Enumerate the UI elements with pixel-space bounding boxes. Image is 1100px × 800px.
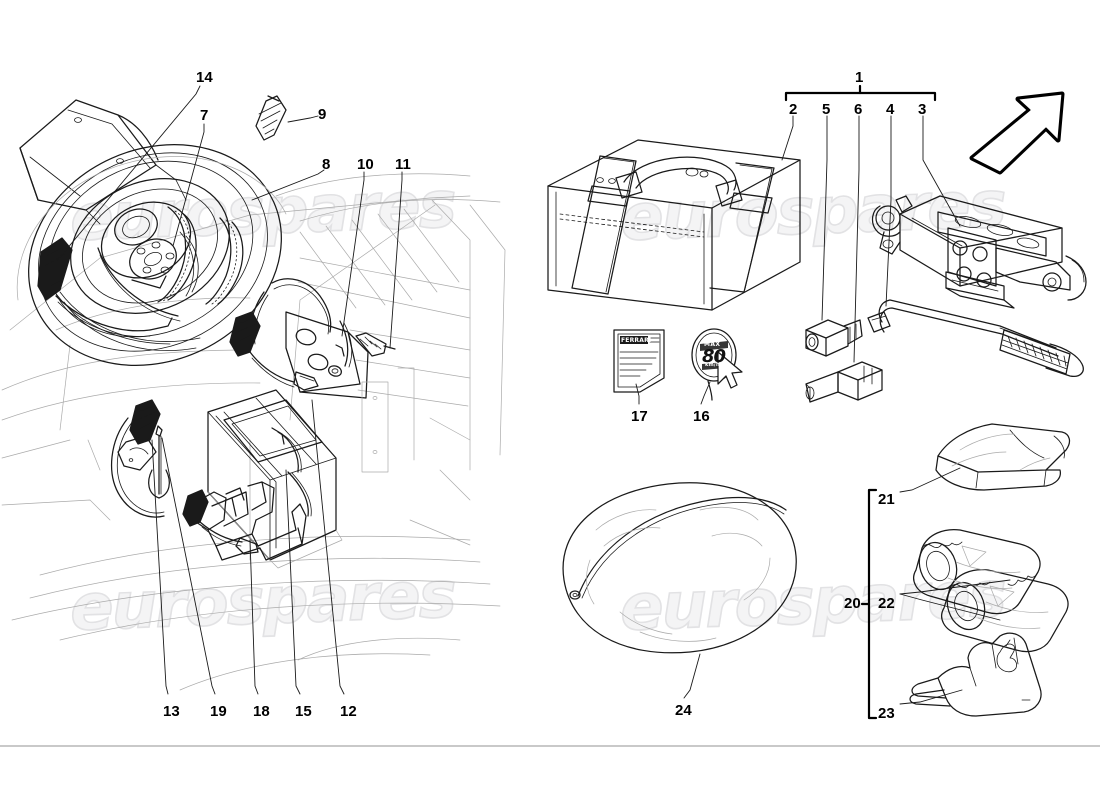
- support-bracket-part-10: [229, 278, 369, 399]
- bracket-group-20: [860, 488, 878, 720]
- callout-2[interactable]: 2: [789, 101, 798, 118]
- speed-sticker-max-text: MAX: [704, 341, 721, 348]
- rolled-towels-part-22: [913, 529, 1069, 653]
- callout-21[interactable]: 21: [878, 491, 895, 508]
- callout-13[interactable]: 13: [163, 703, 180, 720]
- floor-fixing-part-12: [361, 367, 415, 473]
- callout-5[interactable]: 5: [822, 101, 831, 118]
- wheel-well-trim-panel: [19, 99, 187, 225]
- clip-bracket-part-18: [182, 481, 307, 561]
- bracket-group-1: [784, 84, 937, 102]
- scissor-jack-part-3: [871, 195, 1087, 309]
- wheel-cover-bag-part-24: [562, 482, 797, 654]
- callout-23[interactable]: 23: [878, 705, 895, 722]
- speed-sticker-value-text: 80: [702, 346, 726, 367]
- gloves-part-23: [909, 632, 1042, 717]
- callout-4[interactable]: 4: [886, 101, 895, 118]
- speed-sticker-unit-text: km/h: [705, 362, 720, 368]
- callout-8[interactable]: 8: [322, 156, 331, 173]
- speed-limit-sticker-part-16: [691, 328, 743, 401]
- cloth-part-21: [935, 423, 1071, 491]
- callout-3[interactable]: 3: [918, 101, 927, 118]
- leader-lines-right: [635, 115, 1011, 705]
- callout-14[interactable]: 14: [196, 69, 213, 86]
- callout-17[interactable]: 17: [631, 408, 648, 425]
- body-context-lines: [1, 173, 506, 691]
- callout-10[interactable]: 10: [357, 156, 374, 173]
- callout-24[interactable]: 24: [675, 702, 692, 719]
- callout-11[interactable]: 11: [395, 156, 411, 173]
- lug-wrench-part-4: [867, 299, 1084, 378]
- direction-arrow: [969, 91, 1065, 175]
- ferrari-plate-part-17: [613, 329, 665, 393]
- callout-22[interactable]: 22: [878, 595, 895, 612]
- callout-7[interactable]: 7: [200, 107, 209, 124]
- leader-lines-left: [55, 85, 403, 695]
- threaded-stud-part-9: [255, 95, 287, 141]
- socket-adapter-part-5: [805, 319, 863, 357]
- callout-1[interactable]: 1: [855, 69, 864, 86]
- wheel-bolt-socket-part-6: [805, 361, 883, 403]
- battery-box-part-15: [207, 389, 343, 569]
- tool-bag-part-2: [547, 139, 801, 311]
- callout-16[interactable]: 16: [693, 408, 710, 425]
- callout-20[interactable]: 20: [844, 595, 861, 612]
- callout-15[interactable]: 15: [295, 703, 312, 720]
- spare-wheel: [16, 144, 287, 366]
- ferrari-plate-brand-text: FERRARI: [621, 337, 652, 344]
- callout-12[interactable]: 12: [340, 703, 357, 720]
- footer-divider: [0, 745, 1100, 747]
- callout-18[interactable]: 18: [253, 703, 270, 720]
- callout-6[interactable]: 6: [854, 101, 863, 118]
- retaining-rod-part-13: [110, 399, 170, 518]
- callout-9[interactable]: 9: [318, 106, 327, 123]
- fixing-bolt-part-11: [355, 332, 396, 357]
- callout-19[interactable]: 19: [210, 703, 227, 720]
